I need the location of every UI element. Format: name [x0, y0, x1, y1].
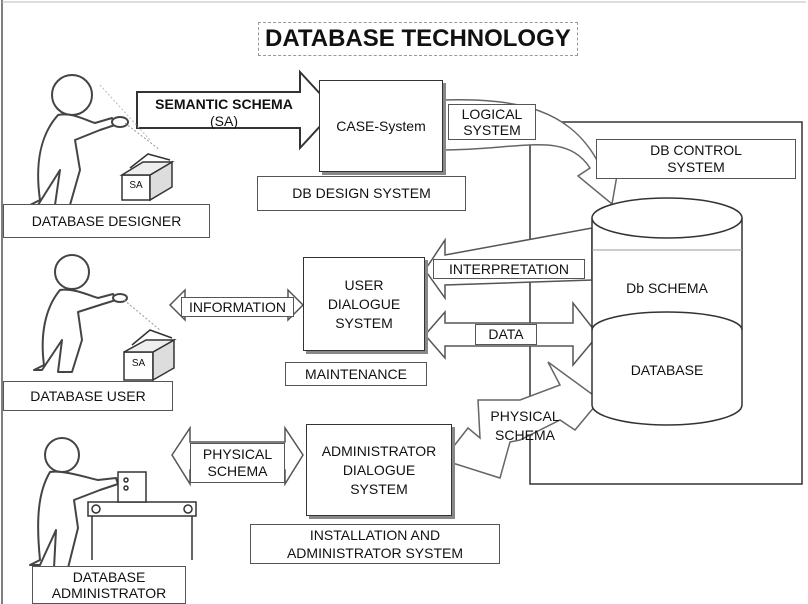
user-dialogue-line3: SYSTEM: [335, 314, 393, 331]
physical-schema-left-line1: PHYSICAL: [202, 446, 273, 462]
logical-system-line2: SYSTEM: [463, 122, 521, 138]
database-administrator-line2: ADMINISTRATOR: [51, 585, 167, 601]
logical-system-label: LOGICAL SYSTEM: [448, 104, 536, 140]
db-schema-label: Db SCHEMA: [626, 280, 708, 296]
installation-system-box: INSTALLATION AND ADMINISTRATOR SYSTEM: [250, 524, 500, 564]
db-control-line1: DB CONTROL: [650, 142, 742, 158]
semantic-schema-label: SEMANTIC SCHEMA (SA): [140, 96, 308, 130]
data-text: DATA: [488, 326, 524, 342]
semantic-schema-arrow: [136, 69, 337, 151]
user-sa-box-icon: [123, 329, 177, 382]
db-control-frame: [529, 121, 803, 485]
interpretation-label: INTERPRETATION: [433, 259, 585, 279]
interpretation-text: INTERPRETATION: [448, 260, 570, 277]
semantic-schema-line1: SEMANTIC SCHEMA: [155, 96, 293, 112]
admin-dialogue-line3: SYSTEM: [350, 480, 408, 497]
designer-figure-icon: [29, 74, 129, 206]
admin-dialogue-line2: DIALOGUE: [342, 461, 416, 478]
user-dialogue-line1: USER: [344, 276, 384, 293]
maintenance-box: MAINTENANCE: [285, 362, 427, 386]
admin-dialogue-line1: ADMINISTRATOR: [321, 442, 437, 459]
user-figure-icon: [33, 254, 128, 373]
physical-schema-right-line2: SCHEMA: [495, 427, 555, 443]
installation-line2: ADMINISTRATOR SYSTEM: [286, 545, 464, 561]
db-design-system-box: DB DESIGN SYSTEM: [257, 176, 466, 211]
database-designer-text: DATABASE DESIGNER: [31, 212, 182, 229]
logical-system-line1: LOGICAL: [461, 106, 523, 122]
administrator-dialogue-system-box: ADMINISTRATOR DIALOGUE SYSTEM: [306, 424, 452, 516]
physical-schema-right-label: PHYSICAL SCHEMA: [478, 407, 572, 445]
designer-sa-label: SA: [129, 180, 143, 191]
page-title: DATABASE TECHNOLOGY: [258, 22, 578, 56]
database-designer-label: DATABASE DESIGNER: [3, 204, 210, 238]
database-administrator-line1: DATABASE: [72, 569, 146, 585]
case-system-box: CASE-System: [319, 80, 443, 172]
semantic-schema-line2: (SA): [210, 113, 238, 129]
physical-schema-left-label: PHYSICAL SCHEMA: [190, 443, 285, 483]
db-control-system-box: DB CONTROL SYSTEM: [596, 139, 796, 179]
user-dialogue-line2: DIALOGUE: [327, 295, 401, 312]
workbench-icon: [87, 471, 197, 560]
physical-schema-left-line2: SCHEMA: [207, 463, 268, 479]
physical-schema-right-arrow: [441, 361, 602, 479]
database-user-text: DATABASE USER: [30, 387, 146, 404]
designer-sa-box-icon: [119, 153, 175, 202]
database-administrator-label: DATABASE ADMINISTRATOR: [32, 566, 186, 604]
db-design-system-text: DB DESIGN SYSTEM: [292, 185, 431, 201]
physical-schema-right-line1: PHYSICAL: [490, 408, 560, 424]
maintenance-text: MAINTENANCE: [305, 365, 407, 382]
db-control-line2: SYSTEM: [667, 159, 725, 175]
information-label: INFORMATION: [181, 297, 294, 317]
case-system-text: CASE-System: [336, 117, 426, 134]
db-cylinder: [591, 197, 743, 426]
database-user-label: DATABASE USER: [3, 381, 173, 411]
information-text: INFORMATION: [189, 298, 286, 315]
installation-line1: INSTALLATION AND: [309, 527, 441, 543]
data-label: DATA: [475, 324, 537, 345]
database-label: DATABASE: [630, 362, 704, 378]
user-dialogue-system-box: USER DIALOGUE SYSTEM: [303, 257, 425, 351]
user-sa-label: SA: [131, 358, 146, 369]
